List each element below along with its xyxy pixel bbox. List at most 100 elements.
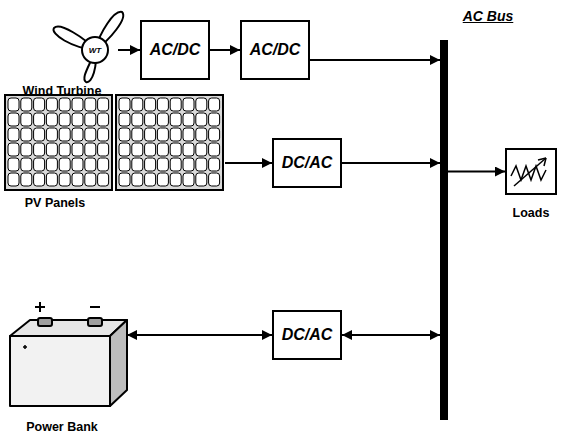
pv-panels: PV Panels bbox=[5, 95, 225, 212]
pv-cell bbox=[183, 143, 194, 156]
battery-side bbox=[110, 320, 127, 406]
pv-cell bbox=[85, 173, 96, 186]
pv-cell bbox=[157, 158, 168, 171]
pv-cell bbox=[98, 158, 109, 171]
part-label: Wind Turbine bbox=[23, 84, 102, 98]
bus-label: AC Bus bbox=[463, 8, 514, 24]
converter-box: DC/AC bbox=[272, 310, 342, 360]
power-bank: Power Bank bbox=[5, 300, 127, 435]
pv-cell bbox=[157, 143, 168, 156]
power-flow-arrow bbox=[210, 49, 240, 51]
pv-cell bbox=[34, 113, 45, 126]
pv-cell bbox=[183, 158, 194, 171]
pv-cell bbox=[183, 173, 194, 186]
minus-sign bbox=[90, 306, 100, 308]
pv-panels-picture bbox=[5, 95, 223, 190]
pv-cell bbox=[21, 113, 32, 126]
pv-cell bbox=[72, 173, 83, 186]
pv-cell bbox=[21, 128, 32, 141]
pv-cell bbox=[98, 128, 109, 141]
pv-cell bbox=[157, 128, 168, 141]
pv-cell bbox=[119, 113, 130, 126]
pv-cell bbox=[72, 98, 83, 111]
pv-cell bbox=[132, 173, 143, 186]
pv-cell bbox=[209, 158, 220, 171]
pv-cell bbox=[72, 158, 83, 171]
pv-cell bbox=[157, 173, 168, 186]
part-label: WT bbox=[89, 46, 101, 55]
pv-cell bbox=[59, 143, 70, 156]
battery-terminal bbox=[38, 318, 52, 326]
power-flow-arrow bbox=[342, 162, 440, 164]
pv-cell bbox=[132, 158, 143, 171]
pv-cell bbox=[209, 98, 220, 111]
battery-terminal bbox=[88, 318, 102, 326]
pv-cell bbox=[98, 143, 109, 156]
converter-label: AC/DC bbox=[150, 41, 201, 59]
load-arrow bbox=[514, 158, 546, 186]
pv-cell bbox=[72, 143, 83, 156]
pv-cell bbox=[8, 113, 19, 126]
pv-cell bbox=[145, 98, 156, 111]
pv-cell bbox=[85, 143, 96, 156]
battery-picture bbox=[10, 302, 127, 406]
part-label: PV Panels bbox=[25, 196, 85, 210]
pv-cell bbox=[170, 98, 181, 111]
ac-bus-bar: AC Bus bbox=[440, 40, 448, 420]
variable-load-symbol bbox=[511, 158, 546, 186]
converter-label: AC/DC bbox=[250, 41, 301, 59]
pv-cell bbox=[34, 143, 45, 156]
part-label: Power Bank bbox=[26, 420, 98, 434]
pv-cell bbox=[183, 128, 194, 141]
pv-cell bbox=[209, 143, 220, 156]
pv-cell bbox=[85, 158, 96, 171]
pv-cell bbox=[145, 158, 156, 171]
pv-cell bbox=[46, 128, 57, 141]
pv-cell bbox=[196, 173, 207, 186]
pv-cell bbox=[59, 98, 70, 111]
pv-cell bbox=[46, 173, 57, 186]
power-flow-arrow bbox=[127, 334, 272, 336]
pv-cell bbox=[132, 128, 143, 141]
converter-box: AC/DC bbox=[240, 20, 310, 80]
pv-cell bbox=[98, 113, 109, 126]
pv-cell bbox=[59, 113, 70, 126]
pv-panel bbox=[5, 95, 112, 190]
pv-cell bbox=[145, 113, 156, 126]
pv-cell bbox=[34, 128, 45, 141]
pv-cell bbox=[132, 98, 143, 111]
battery-body bbox=[10, 336, 110, 406]
pv-cell bbox=[196, 98, 207, 111]
plus-sign bbox=[35, 302, 45, 312]
pv-cell bbox=[119, 158, 130, 171]
pv-cell bbox=[196, 113, 207, 126]
pv-cell bbox=[21, 158, 32, 171]
pv-cell bbox=[21, 173, 32, 186]
pv-cell bbox=[8, 128, 19, 141]
pv-cell bbox=[170, 158, 181, 171]
wind-turbine-picture bbox=[54, 12, 124, 82]
pv-cell bbox=[85, 98, 96, 111]
load-box: Loads bbox=[505, 148, 557, 195]
pv-cell bbox=[145, 143, 156, 156]
power-flow-arrow bbox=[225, 162, 272, 164]
pv-cell bbox=[34, 158, 45, 171]
pv-cell bbox=[132, 143, 143, 156]
pv-cell bbox=[157, 98, 168, 111]
power-flow-arrow bbox=[342, 334, 440, 336]
pv-cell bbox=[119, 128, 130, 141]
part-label: Loads bbox=[513, 206, 550, 220]
pv-cell bbox=[8, 173, 19, 186]
pv-cell bbox=[21, 98, 32, 111]
power-flow-arrow bbox=[118, 49, 140, 51]
converter-label: DC/AC bbox=[282, 154, 333, 172]
pv-cell bbox=[170, 128, 181, 141]
pv-cell bbox=[196, 143, 207, 156]
pv-cell bbox=[72, 128, 83, 141]
pv-cell bbox=[196, 128, 207, 141]
pv-cell bbox=[34, 98, 45, 111]
pv-cell bbox=[34, 173, 45, 186]
converter-label: DC/AC bbox=[282, 326, 333, 344]
pv-cell bbox=[59, 158, 70, 171]
